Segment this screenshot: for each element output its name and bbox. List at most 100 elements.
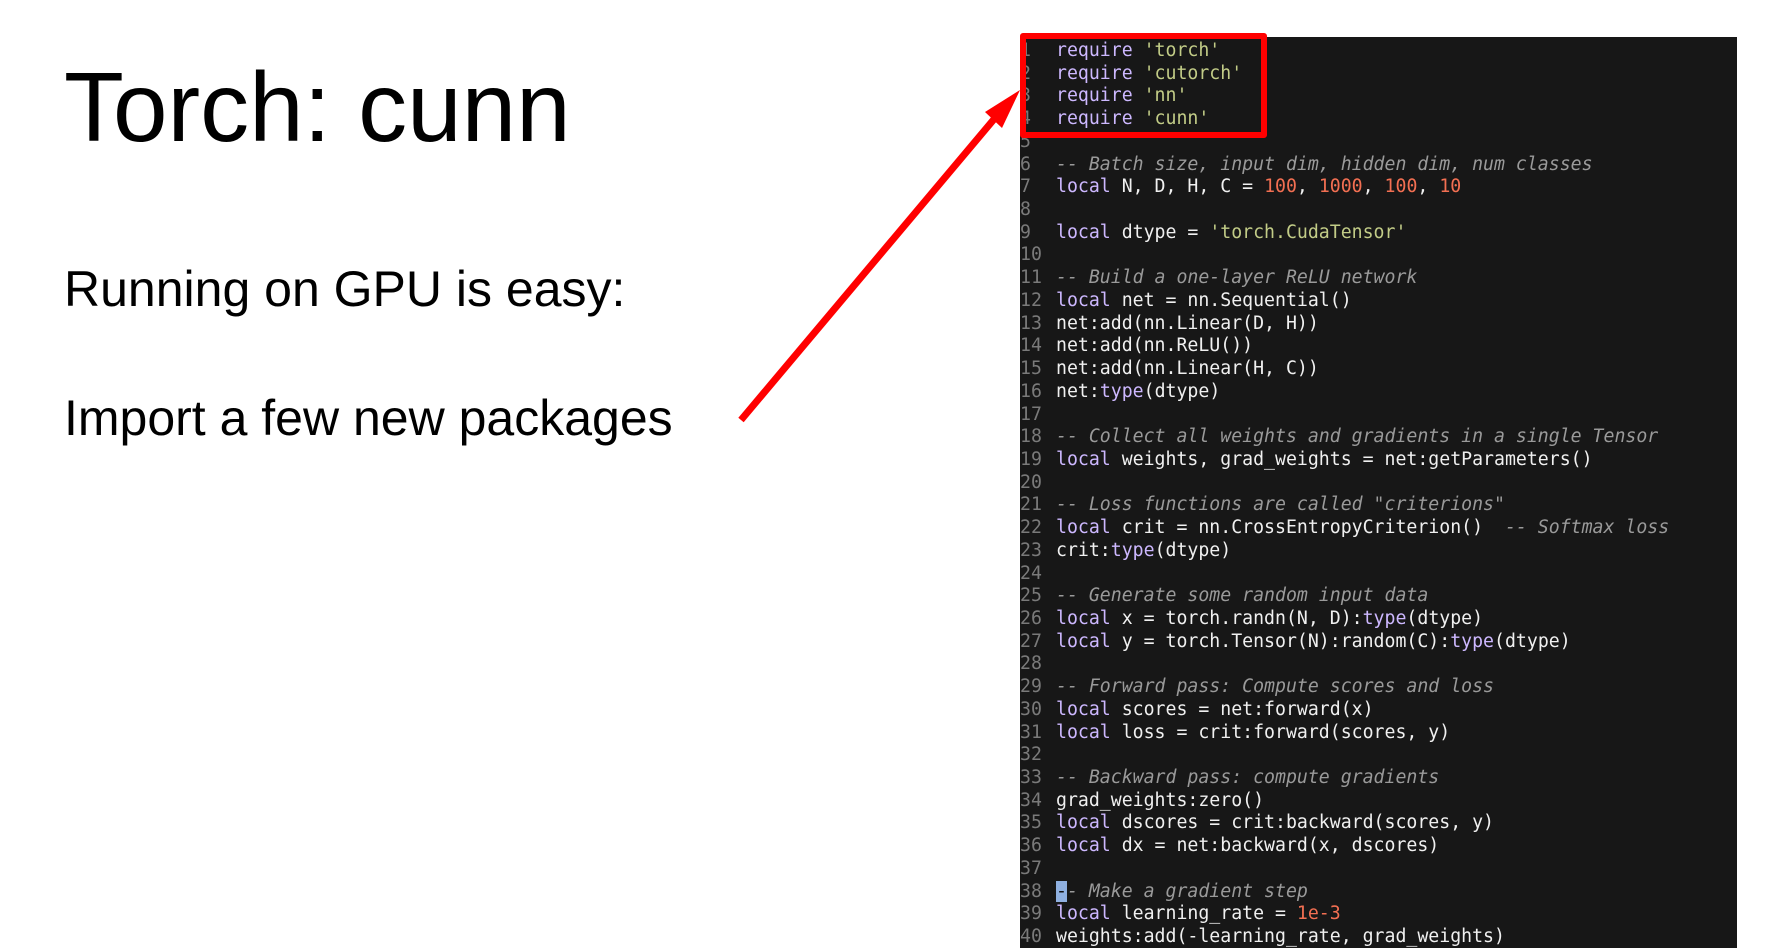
code-line: 11 -- Build a one-layer ReLU network (1020, 267, 1669, 290)
code-token: learning_rate = (1110, 903, 1297, 925)
code-line: 6 -- Batch size, input dim, hidden dim, n… (1020, 154, 1669, 177)
code-token: (dtype) (1143, 380, 1221, 402)
code-line: 16 net:type(dtype) (1020, 381, 1669, 404)
code-token: x = torch.randn(N, D): (1110, 607, 1363, 629)
code-token: crit: (1056, 539, 1111, 561)
code-token: local (1056, 630, 1111, 652)
line-number: 20 (1020, 471, 1042, 493)
code-token: local (1056, 903, 1111, 925)
line-number: 27 (1020, 630, 1042, 652)
code-token: grad_weights:zero() (1056, 789, 1265, 811)
line-number: 22 (1020, 517, 1042, 539)
code-token: local (1056, 607, 1111, 629)
code-line: 22 local crit = nn.CrossEntropyCriterion(… (1020, 517, 1669, 540)
line-number: 15 (1020, 358, 1042, 380)
code-token: 'torch' (1143, 40, 1221, 61)
code-token: local (1056, 221, 1111, 243)
code-token: -- Generate some random input data (1056, 585, 1429, 607)
code-line: 15 net:add(nn.Linear(H, C)) (1020, 358, 1669, 381)
code-token: local (1056, 835, 1111, 857)
line-number: 17 (1020, 403, 1042, 425)
code-token: dtype = (1110, 221, 1210, 243)
code-line: 37 (1020, 858, 1669, 881)
code-token: -- Build a one-layer ReLU network (1056, 267, 1418, 289)
code-token: N, D, H, C = (1110, 176, 1265, 198)
line-number: 29 (1020, 676, 1042, 698)
code-token: 100 (1384, 176, 1418, 198)
line-number: 33 (1020, 767, 1042, 788)
line-number: 31 (1020, 721, 1042, 743)
arrow-head-icon (985, 90, 1020, 128)
code-token: net:add(nn.ReLU()) (1056, 335, 1254, 357)
code-token: (dtype) (1494, 630, 1571, 652)
line-number: 25 (1020, 585, 1042, 607)
code-token: -- Batch size, input dim, hidden dim, nu… (1056, 153, 1593, 175)
line-number: 28 (1020, 653, 1042, 675)
code-token: (dtype) (1406, 607, 1484, 629)
line-number: 35 (1020, 812, 1042, 834)
code-token: type (1450, 630, 1495, 652)
code-token: require (1056, 40, 1133, 61)
line-number: 21 (1020, 494, 1042, 516)
code-token: 1000 (1318, 176, 1363, 198)
code-token: -- Loss functions are called "criterions… (1056, 494, 1505, 516)
code-line: 28 (1020, 653, 1669, 676)
line-number: 18 (1020, 426, 1042, 448)
code-token: net:add(nn.Linear(H, C)) (1056, 358, 1319, 380)
line-number: 26 (1020, 607, 1042, 629)
code-line: 29-- Forward pass: Compute scores and lo… (1020, 676, 1669, 699)
line-number: 37 (1020, 857, 1042, 879)
code-token: net:add(nn.Linear(D, H)) (1056, 312, 1319, 334)
line-number: 5 (1020, 130, 1031, 152)
highlight-box (1020, 33, 1267, 138)
line-number: 16 (1020, 380, 1042, 402)
code-token: require (1056, 108, 1133, 130)
code-token: require (1056, 62, 1133, 84)
code-line: 33-- Backward pass: compute gradients (1020, 767, 1669, 790)
code-token: 'cutorch' (1143, 62, 1243, 84)
code-line: 21 -- Loss functions are called "criterio… (1020, 494, 1669, 517)
code-token: crit = nn.CrossEntropyCriterion() (1110, 517, 1505, 539)
line-number: 34 (1020, 789, 1042, 811)
code-line: 9 local dtype = 'torch.CudaTensor' (1020, 222, 1669, 245)
line-number: 11 (1020, 267, 1042, 289)
code-token: net: (1056, 380, 1100, 402)
code-line: 5 (1020, 131, 1669, 154)
code-line: 25 -- Generate some random input data (1020, 585, 1669, 608)
code-token: - Make a gradient step (1066, 880, 1308, 902)
code-line: 8 (1020, 199, 1669, 222)
line-number: 32 (1020, 744, 1042, 766)
code-line: 34 grad_weights:zero() (1020, 790, 1669, 813)
line-number: 30 (1020, 698, 1042, 720)
code-token: local (1056, 517, 1111, 539)
code-token: net = nn.Sequential() (1110, 289, 1352, 311)
code-token: , (1417, 176, 1440, 198)
code-token: type (1099, 380, 1144, 402)
code-token: loss = crit:forward(scores, y) (1110, 721, 1451, 743)
code-line: 10 (1020, 244, 1669, 267)
bullet-gpu-easy: Running on GPU is easy: (64, 261, 626, 317)
line-number: 40 (1020, 926, 1042, 948)
line-number: 8 (1020, 199, 1031, 221)
code-token: 'nn' (1143, 85, 1188, 107)
line-number: 23 (1020, 539, 1042, 561)
code-token: 'torch.CudaTensor' (1209, 221, 1407, 243)
code-token: 100 (1264, 176, 1297, 198)
line-number: 24 (1020, 562, 1042, 584)
line-number: 6 (1020, 153, 1031, 175)
code-token: local (1056, 812, 1111, 834)
line-number: 9 (1020, 221, 1031, 243)
code-token: 10 (1439, 176, 1462, 198)
